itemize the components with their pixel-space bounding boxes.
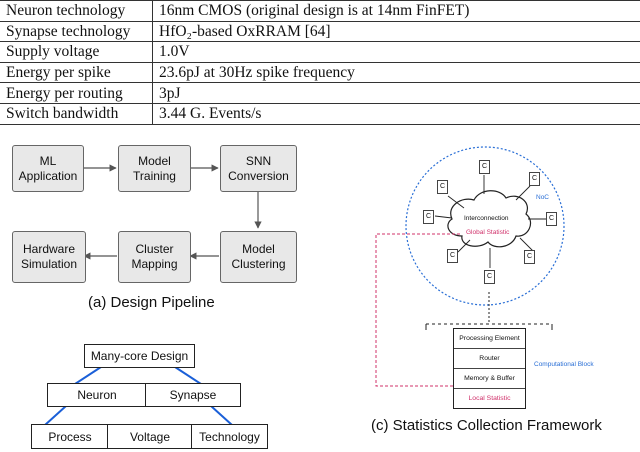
tree-link	[174, 366, 202, 385]
tree-node-synapse: Synapse	[145, 383, 241, 407]
block-row-local-statistic: Local Statistic	[468, 395, 511, 402]
interconnection-label: Interconnection	[464, 215, 509, 222]
core-link	[447, 195, 465, 209]
noc-label: NoC	[536, 194, 550, 201]
tree-node-voltage: Voltage	[107, 424, 193, 449]
core-node: C	[524, 250, 535, 264]
table-label: Energy per spike	[0, 61, 153, 84]
core-node: C	[484, 270, 495, 284]
tree-root-many-core-design: Many-core Design	[84, 344, 195, 368]
table-value: 16nm CMOS (original design is at 14nm Fi…	[152, 0, 640, 22]
core-node: C	[546, 212, 557, 226]
computational-block: Processing Element Router Memory & Buffe…	[453, 328, 526, 409]
core-node: C	[479, 160, 490, 174]
table-value: 3.44 G. Events/s	[152, 102, 640, 125]
core-node: C	[437, 180, 448, 194]
interconnection-cloud	[447, 190, 531, 248]
framework-caption: (c) Statistics Collection Framework	[371, 417, 602, 434]
pipeline-step-model-clustering: Model Clustering	[220, 231, 297, 283]
core-link	[515, 185, 531, 201]
core-link	[434, 215, 453, 219]
global-statistic-label: Global Statistic	[466, 229, 510, 236]
tree-node-process: Process	[31, 424, 109, 449]
noc-boundary	[405, 146, 565, 306]
tree-link	[74, 366, 102, 385]
pipeline-caption: (a) Design Pipeline	[88, 294, 215, 311]
pipeline-step-snn-conversion: SNN Conversion	[220, 145, 297, 192]
statistic-path	[375, 233, 462, 387]
table-value: 23.6pJ at 30Hz spike frequency	[152, 61, 640, 84]
computational-block-label: Computational Block	[534, 361, 594, 368]
table-label: Energy per routing	[0, 82, 153, 104]
block-row-router: Router	[454, 349, 525, 369]
table-label: Synapse technology	[0, 20, 153, 43]
core-node: C	[529, 172, 540, 186]
core-link	[457, 239, 471, 253]
tree-node-neuron: Neuron	[47, 383, 147, 407]
tree-link	[44, 405, 67, 426]
tree-node-technology: Technology	[191, 424, 268, 449]
table-label: Neuron technology	[0, 0, 153, 22]
core-node: C	[447, 249, 458, 263]
pipeline-step-cluster-mapping: Cluster Mapping	[118, 231, 191, 283]
block-row-processing-element: Processing Element	[454, 329, 525, 349]
pipeline-step-model-training: Model Training	[118, 145, 191, 192]
block-row-memory-buffer: Memory & Buffer	[454, 369, 525, 389]
pipeline-step-hardware-simulation: Hardware Simulation	[12, 231, 86, 283]
core-node: C	[423, 210, 434, 224]
core-link	[519, 237, 535, 253]
table-label: Switch bandwidth	[0, 102, 153, 125]
tree-link	[210, 405, 233, 426]
pipeline-step-ml-application: ML Application	[12, 145, 84, 192]
